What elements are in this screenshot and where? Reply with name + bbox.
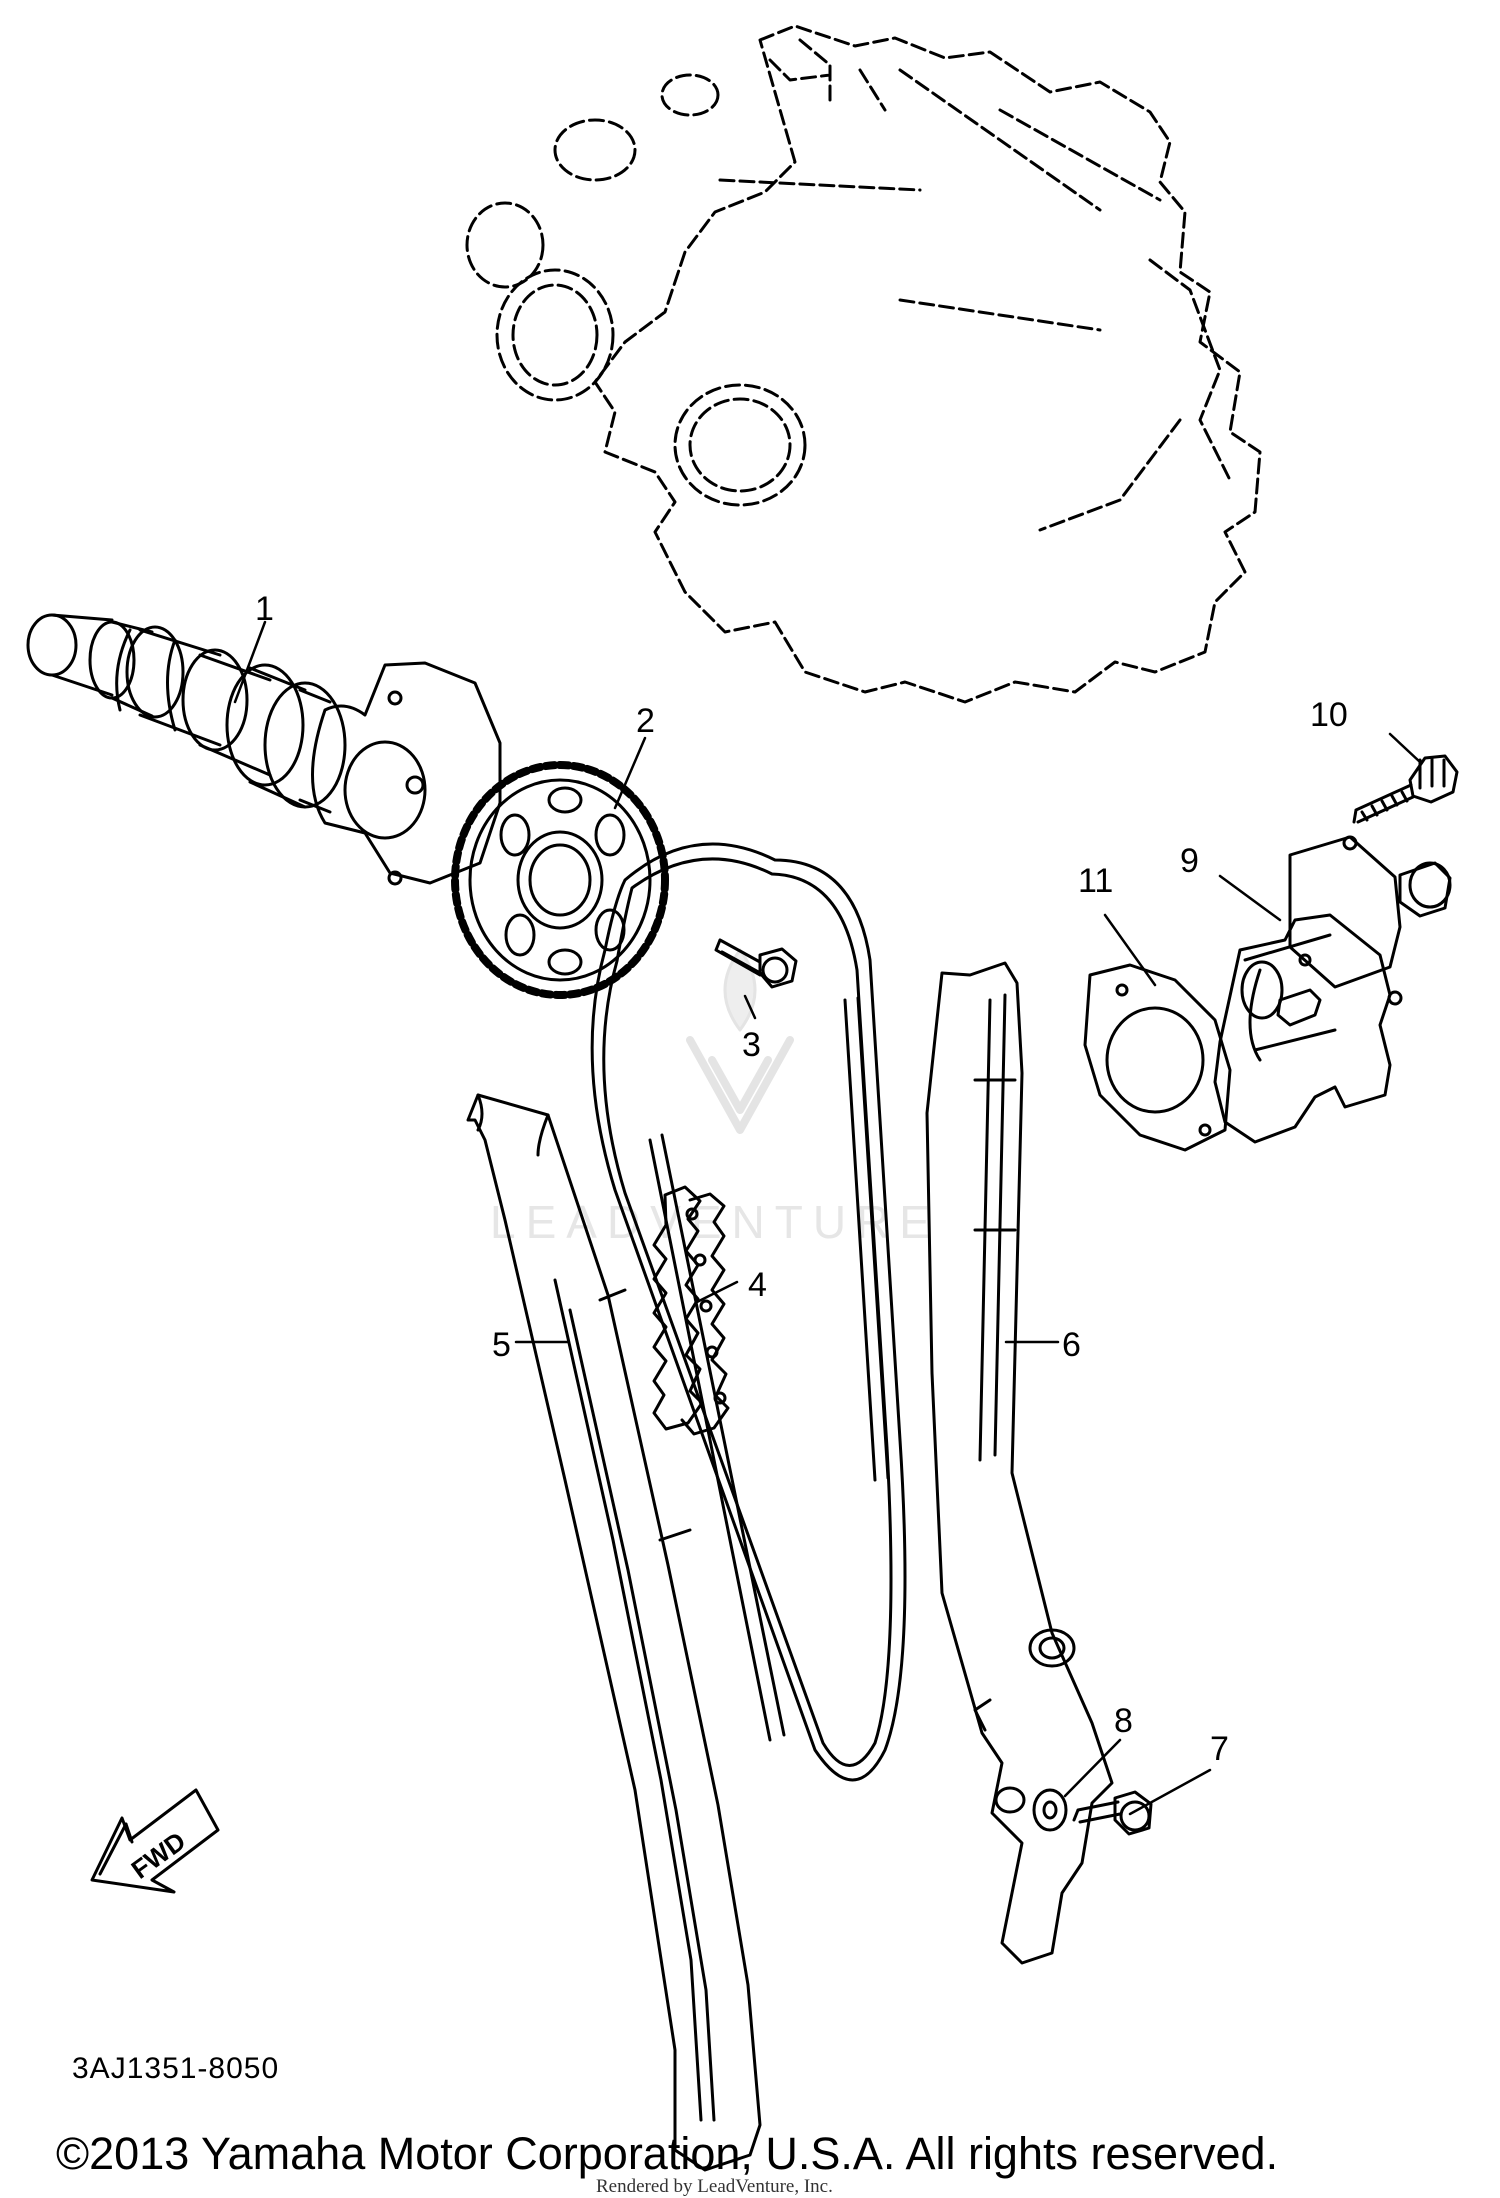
callout-10: 10 bbox=[1310, 696, 1348, 734]
callout-7: 7 bbox=[1210, 1730, 1229, 1768]
diagram-code: 3AJ1351-8050 bbox=[72, 2052, 280, 2085]
tensioner-bolt bbox=[1352, 754, 1459, 824]
callout-1: 1 bbox=[255, 590, 274, 628]
callout-6: 6 bbox=[1062, 1326, 1081, 1364]
timing-chain bbox=[590, 842, 907, 1782]
cam-sprocket bbox=[451, 761, 669, 999]
tensioner-gasket bbox=[1083, 963, 1232, 1152]
copyright-notice: ©2013 Yamaha Motor Corporation, U.S.A. A… bbox=[56, 2128, 1279, 2179]
callout-2: 2 bbox=[636, 702, 655, 740]
fwd-arrow-icon: FWD bbox=[90, 1788, 220, 1894]
cam-chain-tensioner bbox=[1213, 835, 1452, 1144]
guide-bolt bbox=[1072, 1790, 1153, 1836]
callout-numbers: 1 2 3 4 5 6 7 8 9 10 11 bbox=[255, 590, 1348, 1768]
rendered-by-credit: Rendered by LeadVenture, Inc. bbox=[596, 2176, 833, 2197]
leader-lines bbox=[233, 620, 1422, 1816]
camshaft bbox=[26, 613, 502, 886]
sprocket-bolt bbox=[714, 938, 798, 989]
chain-guide-exhaust bbox=[466, 1093, 762, 2172]
callout-11: 11 bbox=[1078, 862, 1113, 900]
chain-links bbox=[652, 1185, 730, 1436]
callout-9: 9 bbox=[1180, 842, 1199, 880]
callout-3: 3 bbox=[742, 1026, 761, 1064]
callout-5: 5 bbox=[492, 1326, 511, 1364]
callout-4: 4 bbox=[748, 1266, 767, 1304]
callout-8: 8 bbox=[1114, 1702, 1133, 1740]
chain-tensioner-guide bbox=[925, 961, 1114, 1965]
guide-washer bbox=[1032, 1788, 1068, 1832]
cylinder-head bbox=[465, 24, 1262, 704]
